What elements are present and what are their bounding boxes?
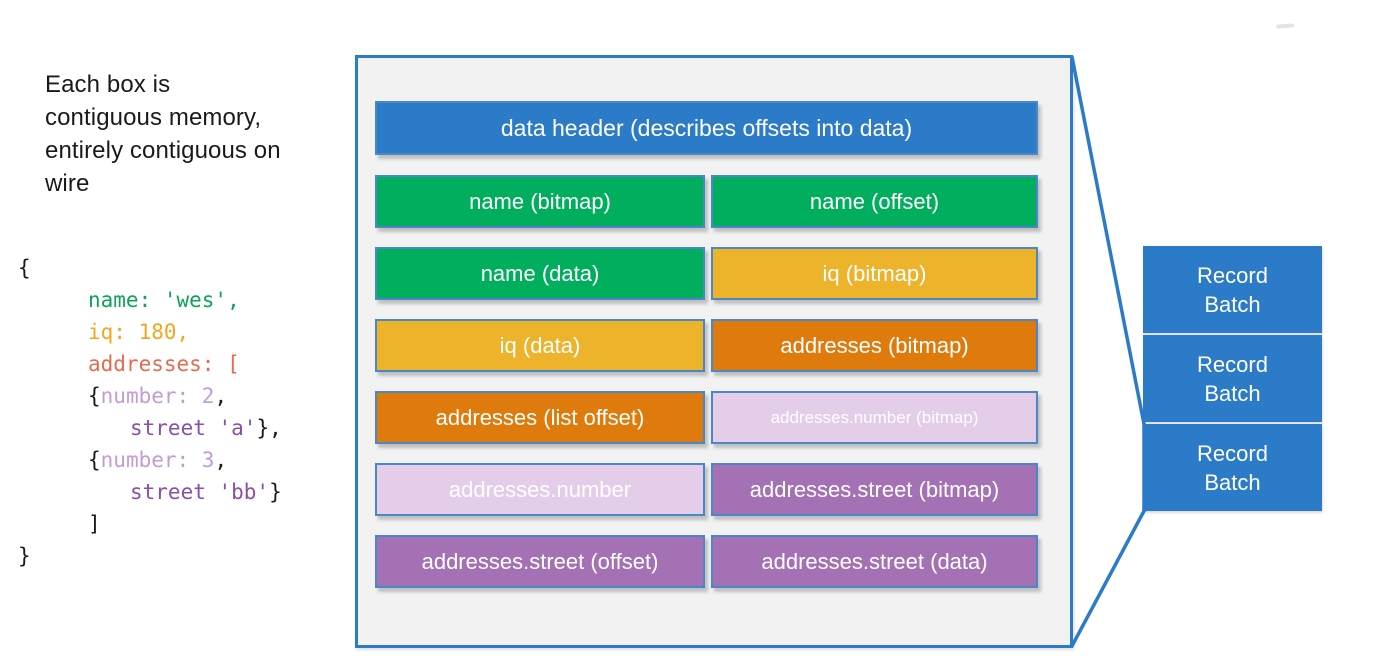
memory-row: data header (describes offsets into data… [375, 101, 1038, 155]
memory-box-addresses-list-offset: addresses (list offset) [375, 391, 705, 444]
memory-box-addresses-bitmap: addresses (bitmap) [711, 319, 1038, 372]
memory-row: name (data)iq (bitmap) [375, 247, 1038, 300]
memory-row: name (bitmap)name (offset) [375, 175, 1038, 228]
code-token: } [18, 544, 31, 568]
memory-box-name-offset: name (offset) [711, 175, 1038, 228]
record-batch-box-1: Record Batch [1143, 246, 1322, 333]
code-token: { [88, 448, 101, 472]
code-token: addresses: [ [88, 352, 240, 376]
memory-box-addresses-street-offset: addresses.street (offset) [375, 535, 705, 588]
memory-box-addresses-number-bitmap: addresses.number (bitmap) [711, 391, 1038, 444]
code-line: addresses: [ [18, 348, 282, 380]
note-line: wire [45, 170, 90, 197]
memory-box-data-header-describes-offsets-into-data: data header (describes offsets into data… [375, 101, 1038, 155]
record-batch-stack: Record Batch Record Batch Record Batch [1143, 246, 1322, 513]
memory-row: addresses (list offset)addresses.number … [375, 391, 1038, 444]
code-line: {number: 3, [18, 444, 282, 476]
code-line: iq: 180, [18, 316, 282, 348]
code-line: } [18, 540, 282, 572]
callout-line-bottom [1070, 509, 1146, 648]
code-line: street 'bb'} [18, 476, 282, 508]
memory-box-name-data: name (data) [375, 247, 705, 300]
code-token: iq: 180, [88, 320, 190, 344]
code-token: street 'bb' [130, 480, 270, 504]
record-batch-box-2: Record Batch [1143, 335, 1322, 422]
note-line: entirely contiguous on [45, 137, 281, 164]
code-token: }, [256, 416, 282, 440]
code-token: number: 2 [100, 384, 215, 408]
memory-grid: data header (describes offsets into data… [375, 101, 1038, 607]
code-line: ] [18, 508, 282, 540]
code-snippet: {name: 'wes',iq: 180,addresses: [{number… [18, 252, 282, 572]
code-token: ] [88, 512, 101, 536]
code-token: name: 'wes', [88, 288, 240, 312]
callout-line-top [1070, 55, 1146, 426]
code-line: name: 'wes', [18, 284, 282, 316]
code-token: , [214, 448, 228, 472]
memory-row: addresses.street (offset)addresses.stree… [375, 535, 1038, 588]
code-token: number: 3 [100, 448, 215, 472]
code-token: { [18, 256, 31, 280]
code-token: street 'a' [130, 416, 257, 440]
memory-box-addresses-number: addresses.number [375, 463, 705, 516]
code-line: {number: 2, [18, 380, 282, 412]
memory-box-addresses-street-data: addresses.street (data) [711, 535, 1038, 588]
memory-box-name-bitmap: name (bitmap) [375, 175, 705, 228]
code-token: } [269, 480, 282, 504]
memory-box-iq-data: iq (data) [375, 319, 705, 372]
code-line: { [18, 252, 282, 284]
left-note: Each box is contiguous memory, entirely … [45, 68, 281, 200]
code-token: { [88, 384, 101, 408]
code-token: , [214, 384, 228, 408]
code-line: street 'a'}, [18, 412, 282, 444]
record-batch-box-3: Record Batch [1143, 424, 1322, 511]
note-line: Each box is [45, 71, 171, 98]
smudge-mark [1275, 23, 1295, 29]
memory-box-addresses-street-bitmap: addresses.street (bitmap) [711, 463, 1038, 516]
memory-row: iq (data)addresses (bitmap) [375, 319, 1038, 372]
note-line: contiguous memory, [45, 104, 262, 131]
memory-box-iq-bitmap: iq (bitmap) [711, 247, 1038, 300]
memory-layout-panel: data header (describes offsets into data… [355, 55, 1073, 648]
